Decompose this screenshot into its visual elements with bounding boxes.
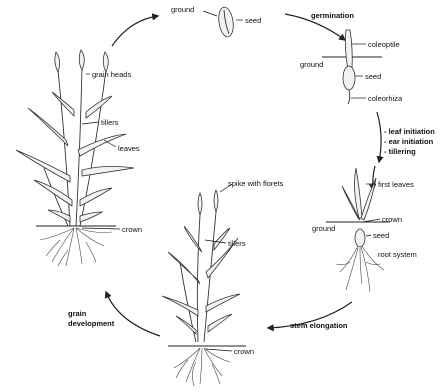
label-leaves: leaves [118, 144, 140, 153]
label-ground-seedling: ground [312, 224, 335, 233]
pointer-crown-stem [206, 349, 232, 351]
label-tillering: - tillering [384, 147, 416, 156]
pointer-leaves [104, 140, 116, 147]
pointer-ground-top [203, 11, 217, 16]
label-grain-development-1: grain [68, 309, 87, 318]
label-root-system: root system [378, 250, 417, 259]
mature-plant-illustration [16, 50, 134, 266]
label-stem-elongation: stem elongation [290, 321, 348, 330]
label-spike-with-florets: spike with florets [228, 179, 284, 188]
pointer-crown-mature [82, 228, 120, 229]
label-ear-initiation: - ear initiation [384, 137, 434, 146]
label-grain-heads: grain heads [92, 70, 131, 79]
cycle-arrow-mature-to-seed [112, 16, 158, 46]
label-coleoptile: coleoptile [368, 40, 400, 49]
label-seed-germ: seed [365, 72, 381, 81]
label-seed-top: seed [245, 16, 261, 25]
label-crown-stem: crown [234, 347, 254, 356]
label-grain-development-2: development [68, 319, 115, 328]
cycle-arrow-germination-to-initiation [377, 112, 381, 162]
label-crown-seedling: crown [382, 215, 402, 224]
pointer-seed-seedling [366, 235, 371, 236]
label-tillers-stem: tillers [228, 239, 246, 248]
stem-elongation-plant-illustration [162, 190, 246, 386]
seed-top-illustration [217, 6, 235, 38]
label-ground-germ: ground [300, 60, 323, 69]
cycle-arrow-stem-to-grain [106, 292, 160, 336]
label-first-leaves: first leaves [378, 180, 414, 189]
label-tillers-mature: tillers [101, 118, 119, 127]
label-leaf-initiation: - leaf initiation [384, 127, 435, 136]
label-ground-top: ground [171, 5, 194, 14]
label-coleorhiza: coleorhiza [368, 94, 403, 103]
label-seed-seedling: seed [373, 231, 389, 240]
label-crown-mature: crown [122, 225, 142, 234]
pointer-tillers-mature [82, 122, 99, 124]
label-germination: germination [311, 11, 354, 20]
